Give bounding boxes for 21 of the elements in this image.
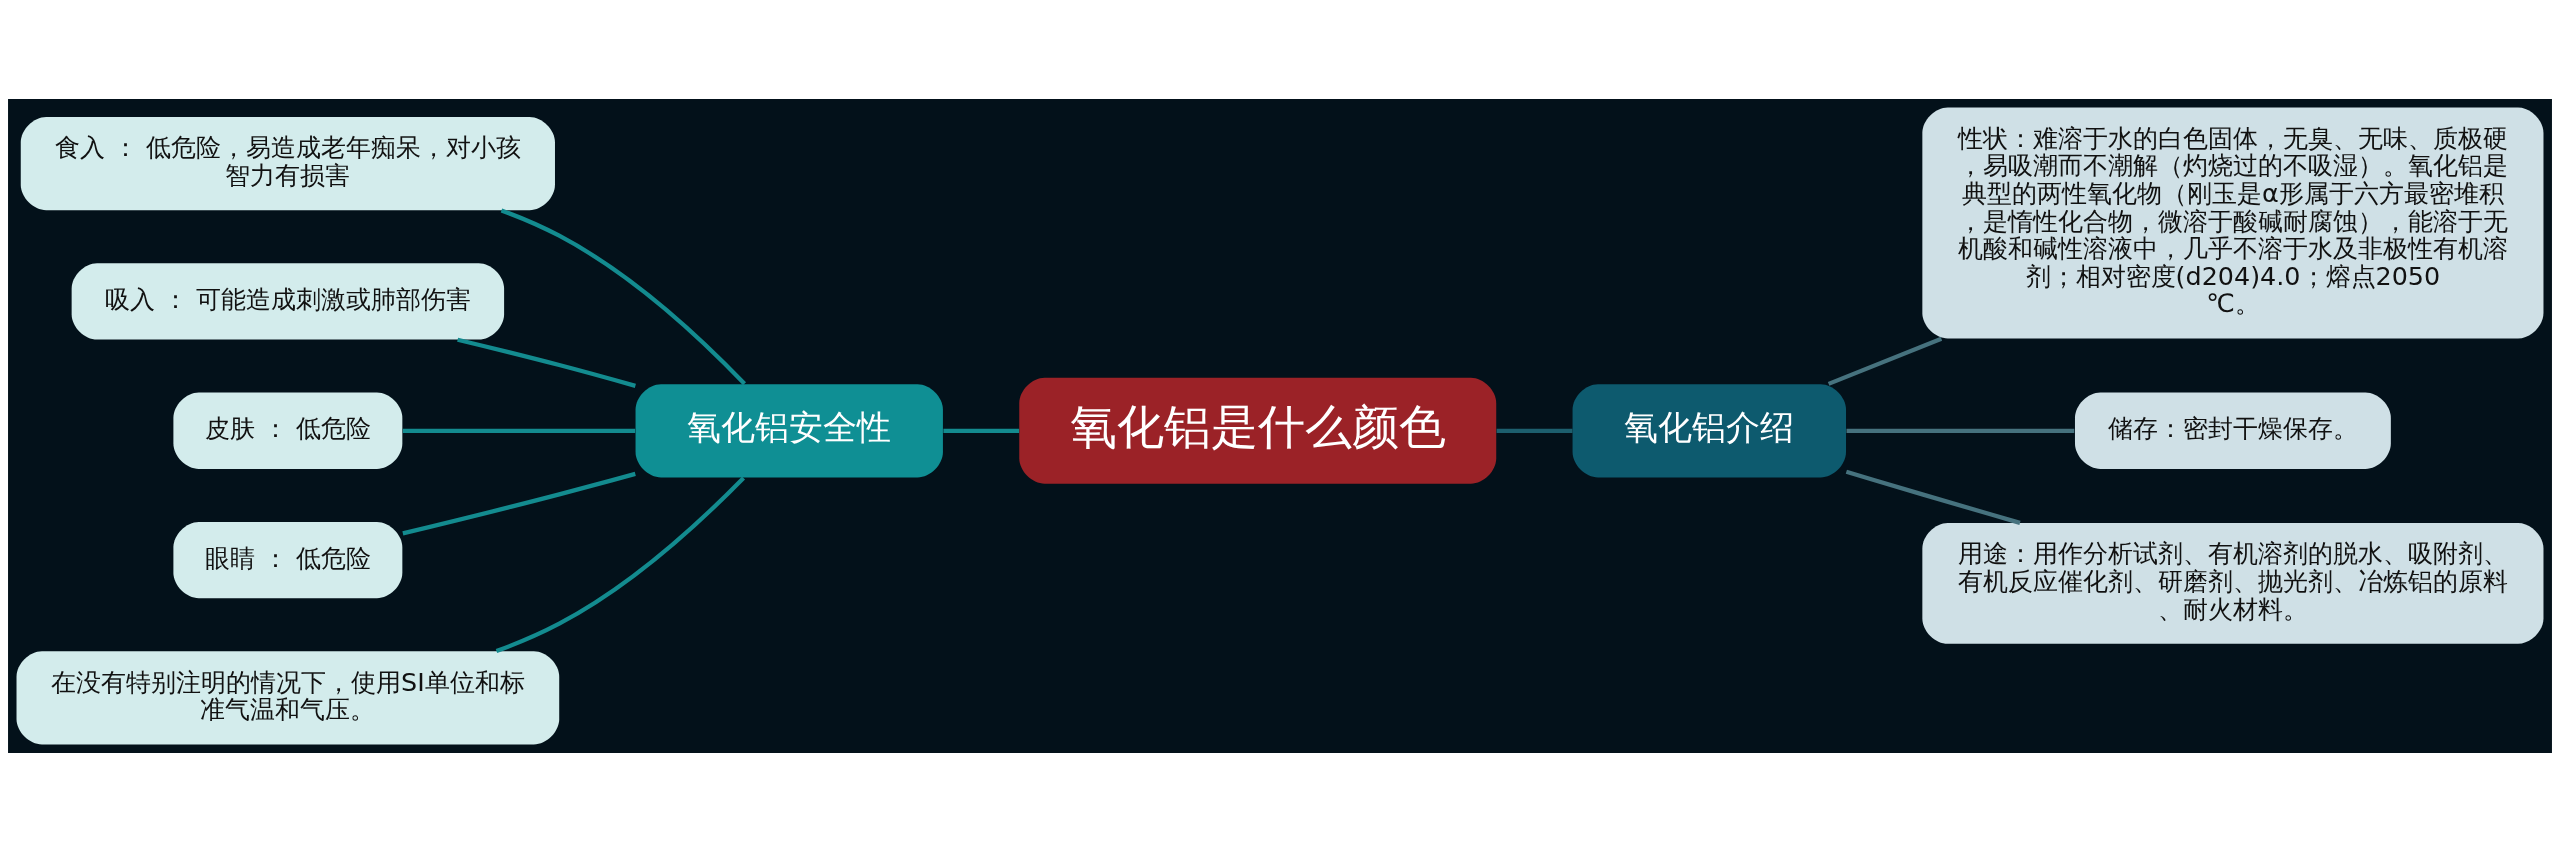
connector <box>500 207 746 385</box>
node-box: 吸入 ： 可能造成刺激或肺部伤害 <box>71 262 505 340</box>
connector <box>1496 428 1573 433</box>
connector <box>1845 469 2021 525</box>
node-box: 用途：用作分析试剂、有机溶剂的脱水、吸附剂、有机反应催化剂、研磨剂、抛光剂、冶炼铝的原料、耐火材料。 <box>1922 522 2544 644</box>
connector <box>1827 336 1943 386</box>
connector <box>402 471 636 535</box>
node-box: 氧化铝介绍 <box>1572 383 1846 477</box>
node-box: 眼睛 ： 低危险 <box>173 521 403 598</box>
node-box: 氧化铝是什么颜色 <box>1019 377 1497 484</box>
node-box: 皮肤 ： 低危险 <box>173 392 403 469</box>
connector <box>943 428 1020 433</box>
connector <box>402 428 636 433</box>
node-box: 氧化铝安全性 <box>635 383 943 477</box>
node-box: 储存：密封干燥保存。 <box>2075 392 2391 469</box>
connector <box>457 337 636 388</box>
node-box: 性状：难溶于水的白色固体，无臭、无味、质极硬，易吸潮而不潮解（灼烧过的不吸湿）。氧化铝是典型的两性氧化物（刚玉是α形属于六方最密堆积，是惰性化合物，微溶于酸碱耐腐蚀），能溶于无机酸和碱性溶液中，几乎不溶于水及非极性有机溶剂；相对密度(d204)4.0；熔点2050℃。 <box>1922 107 2544 339</box>
connector <box>1846 428 2075 433</box>
node-box: 在没有特别注明的情况下，使用SI单位和标准气温和气压。 <box>16 650 560 744</box>
node-box: 食入 ： 低危险，易造成老年痴呆，对小孩智力有损害 <box>20 116 555 210</box>
connector <box>495 475 746 653</box>
